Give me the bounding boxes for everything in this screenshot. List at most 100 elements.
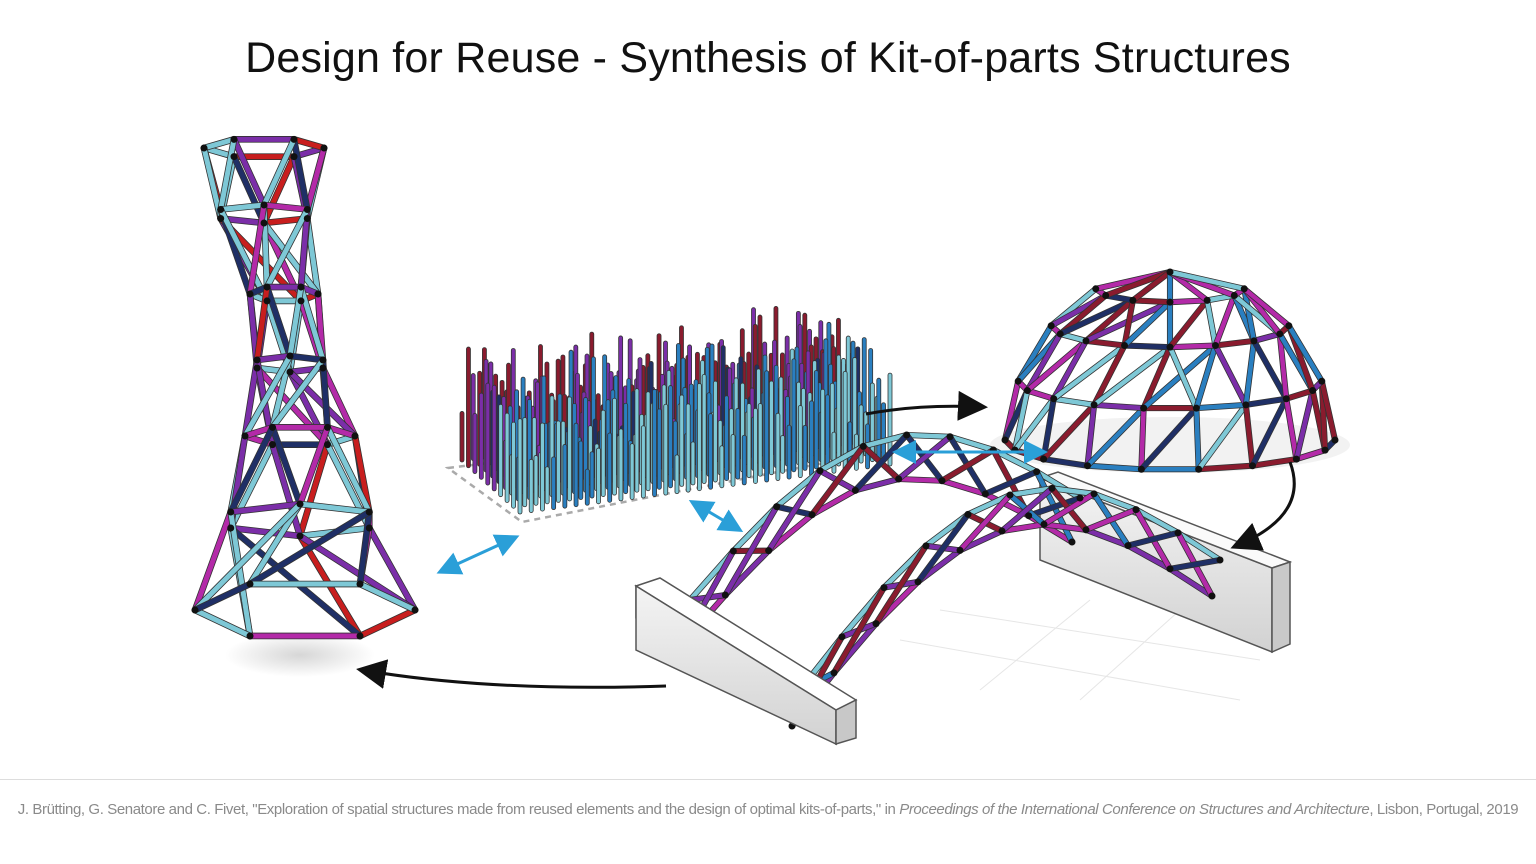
bridge-chord-bar (809, 488, 858, 517)
bridge-node (721, 591, 729, 599)
bridge-node (1090, 490, 1098, 498)
tower-diagonal-bar (291, 136, 310, 212)
dome-bar (1167, 343, 1218, 350)
dome-bar (1286, 323, 1325, 384)
tower-ring-bar (242, 424, 275, 439)
bridge-node (1040, 520, 1048, 528)
dome-bar (1141, 344, 1173, 411)
dome-node (1331, 436, 1339, 444)
dome-node (1047, 322, 1055, 330)
bridge-node (851, 486, 859, 494)
bridge-chord-bar (1007, 486, 1055, 498)
dome-bar (1243, 402, 1255, 468)
dome-bar (1025, 331, 1063, 393)
dome-node (1129, 296, 1137, 304)
tower-node (296, 500, 304, 508)
tower-node (297, 297, 305, 305)
dome-node (1014, 377, 1022, 385)
bridge-node (808, 511, 816, 519)
dome-bar (1167, 269, 1247, 292)
tower-diagonal-bar (325, 424, 372, 515)
tower-ring-bar (287, 353, 326, 363)
dome-bar (1130, 269, 1173, 303)
bridge-abutment-front (634, 577, 858, 746)
bridge-node (1166, 565, 1174, 573)
dome-bar (1194, 343, 1218, 411)
tower-node (241, 432, 249, 440)
dome-node (1166, 343, 1174, 351)
bridge-floor-grid (899, 599, 1261, 701)
bridge-node (1033, 468, 1041, 476)
tower-node (230, 135, 238, 143)
dome-bar (1213, 338, 1257, 348)
bridge-web-bar (723, 504, 779, 598)
tower-node (227, 524, 235, 532)
dome-bar (1057, 298, 1136, 337)
dome-bar (1194, 402, 1249, 411)
tower-node (246, 290, 254, 298)
tower-diagonal-bar (270, 424, 303, 507)
bridge-chord-bar (853, 476, 901, 493)
dome-bar (1251, 338, 1289, 402)
bridge-chord-bar (1091, 491, 1139, 512)
dome-bar (1167, 344, 1199, 411)
tower-node (246, 632, 254, 640)
bridge-chord-bar (904, 432, 953, 439)
tower-node (303, 215, 311, 222)
tower-diagonal-bar (320, 365, 358, 439)
tower-node (319, 356, 327, 364)
bridge-web-bar (1125, 530, 1181, 548)
tower-diagonal-bar (270, 442, 303, 539)
tower-ring-bar (297, 501, 372, 515)
tower-node (286, 352, 294, 360)
dome-node (1092, 285, 1100, 293)
dome-node (1249, 462, 1256, 470)
tower-node (314, 290, 322, 298)
dome-bar (1242, 286, 1292, 329)
dome-node (1121, 342, 1129, 350)
tower-diagonal-bar (264, 207, 310, 290)
tower-diagonal-bar (298, 284, 326, 363)
tower-node (411, 606, 419, 614)
tower-node (263, 297, 271, 305)
tower-node (365, 524, 373, 532)
tower-diagonal-bar (298, 207, 310, 290)
dome-bar (1091, 343, 1127, 408)
bridge-chord-bar (1167, 566, 1215, 599)
tower-diagonal-bar (242, 357, 260, 439)
tower-node (365, 508, 373, 516)
dome-bar (1204, 298, 1218, 348)
tower-diagonal-bar (231, 136, 267, 208)
tower-diagonal-bar (261, 136, 297, 208)
dome-node (1056, 330, 1064, 338)
tower-ring-bar (228, 501, 303, 515)
tower-node (263, 283, 271, 291)
tower-node (191, 606, 199, 614)
dome-node (1242, 401, 1250, 409)
bridge-node (1068, 538, 1076, 546)
dome-node (1240, 285, 1248, 293)
tower-diagonal-bar (247, 509, 372, 587)
tower-ring-bar (201, 136, 237, 151)
tower-node (324, 441, 331, 449)
dome-node (1192, 404, 1200, 412)
dome-node (1050, 395, 1058, 403)
dome-bar (1051, 396, 1097, 408)
bridge-node (1006, 491, 1014, 499)
element-stock (444, 305, 893, 524)
dome-bar (1251, 331, 1283, 344)
tower-ring-bar (218, 202, 267, 212)
dome-bar (1122, 299, 1173, 348)
dome-node (1102, 291, 1110, 299)
tower-node (227, 508, 235, 516)
tower-shadow (225, 633, 375, 677)
tower-ring-bar (228, 525, 303, 539)
tower-node (253, 364, 261, 372)
footer-divider (0, 779, 1536, 780)
dome-node (1318, 377, 1326, 385)
tower-diagonal-bar (247, 202, 267, 297)
bridge-web-bar (939, 447, 996, 483)
dome-bar (1041, 402, 1097, 462)
tower-node (324, 423, 331, 431)
dome-node (1084, 462, 1091, 470)
